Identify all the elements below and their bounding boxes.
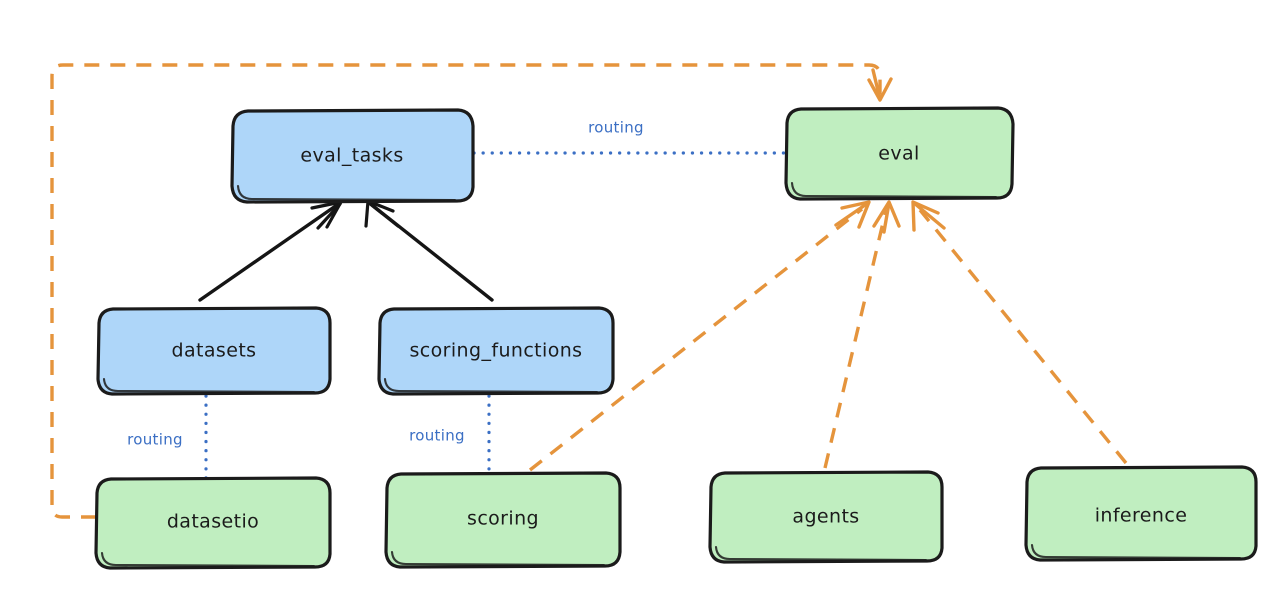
- edge-eval_tasks-to-eval: routing: [472, 119, 788, 155]
- node-datasets[interactable]: datasets: [96, 306, 332, 396]
- edge-label-routing-datasets: routing: [127, 431, 183, 449]
- node-eval[interactable]: eval: [784, 106, 1015, 201]
- node-inference[interactable]: inference: [1024, 465, 1258, 562]
- edge-agents-to-eval: [823, 200, 901, 469]
- edge-datasets-to-eval_tasks: [198, 200, 343, 302]
- edge-label-routing-scoring-functions: routing: [409, 427, 465, 445]
- node-scoring[interactable]: scoring: [384, 471, 622, 569]
- edge-datasetio-to-eval: [50, 63, 893, 519]
- node-label-eval_tasks: eval_tasks: [300, 145, 403, 167]
- edge-scoring_functions-to-eval_tasks: [364, 199, 494, 302]
- node-datasetio[interactable]: datasetio: [94, 476, 332, 570]
- edge-scoring_functions-to-scoring: routing: [409, 394, 491, 476]
- node-label-inference: inference: [1095, 505, 1188, 527]
- node-label-agents: agents: [792, 506, 859, 528]
- node-label-datasets: datasets: [172, 340, 257, 362]
- node-label-datasetio: datasetio: [167, 511, 259, 533]
- node-label-eval: eval: [878, 143, 919, 165]
- edge-inference-to-eval: [911, 200, 1128, 465]
- node-scoring_functions[interactable]: scoring_functions: [377, 306, 615, 396]
- node-agents[interactable]: agents: [708, 470, 944, 564]
- edge-scoring-to-eval: [528, 200, 871, 472]
- node-eval_tasks[interactable]: eval_tasks: [230, 108, 475, 204]
- edge-label-routing-top: routing: [588, 119, 644, 137]
- node-label-scoring_functions: scoring_functions: [410, 340, 583, 362]
- edge-datasets-to-datasetio: routing: [127, 394, 208, 480]
- node-label-scoring: scoring: [467, 508, 539, 530]
